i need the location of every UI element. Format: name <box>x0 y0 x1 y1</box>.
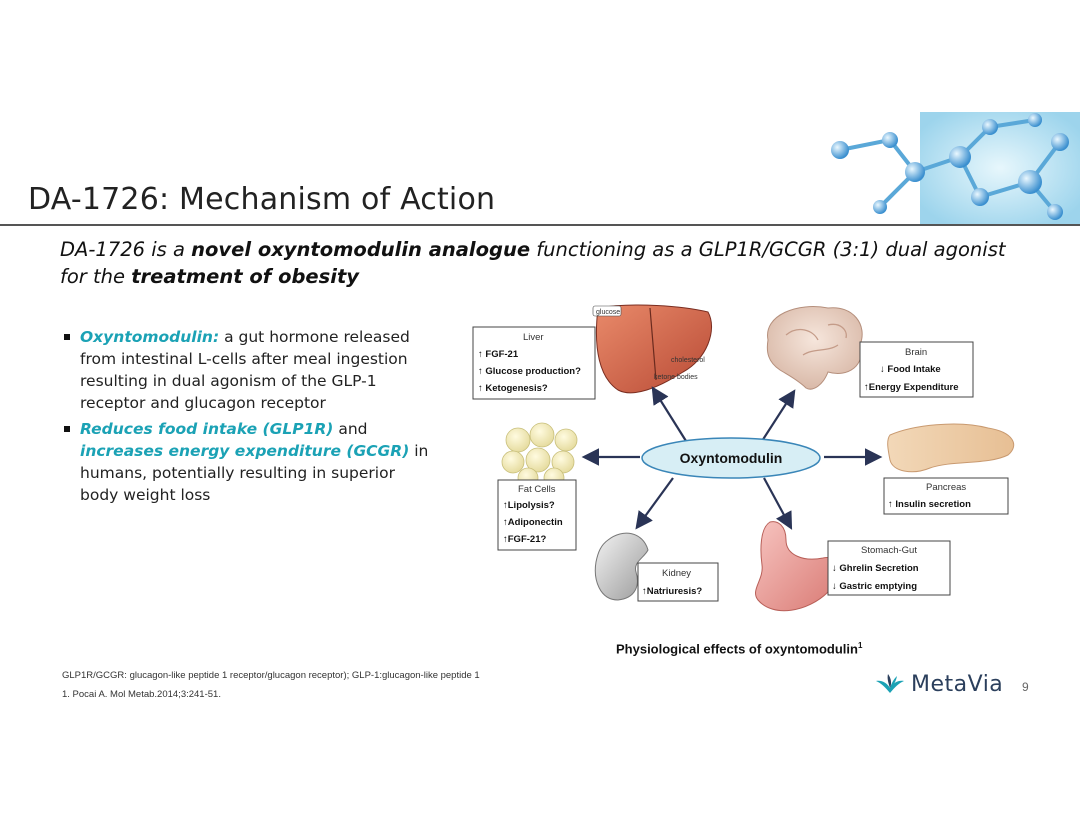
pancreas-effects-box: Pancreas ↑ Insulin secretion <box>883 477 1009 515</box>
stomach-effect: ↓ Ghrelin Secretion <box>832 563 919 574</box>
bullet-highlight: Reduces food intake (GLP1R) <box>80 420 334 438</box>
molecule-graphic <box>831 112 1080 224</box>
effect-arrows <box>581 386 883 530</box>
brain-illustration <box>766 306 863 390</box>
bullet-text: a gut hormone released from intestinal L… <box>80 328 410 412</box>
kidney-illustration <box>594 532 649 601</box>
stomach-effect: ↓ Gastric emptying <box>832 581 917 592</box>
logo-text: MetaVia <box>911 671 1004 697</box>
liver-illustration: glucose cholesterol ketone bodies <box>592 304 713 394</box>
brain-effect: ↑Energy Expenditure <box>864 382 959 393</box>
stomach-box-title: Stomach-Gut <box>861 545 917 556</box>
subtitle: DA-1726 is a novel oxyntomodulin analogu… <box>60 236 1020 290</box>
liver-effect: ↑ Glucose production? <box>478 366 581 377</box>
fat-effect: ↑FGF-21? <box>503 534 546 545</box>
caption-text: Physiological effects of oxyntomodulin <box>616 641 858 657</box>
liver-effect: ↑ FGF-21 <box>478 349 519 360</box>
subtitle-bold: treatment of obesity <box>131 265 359 288</box>
diagram-caption: Physiological effects of oxyntomodulin1 <box>616 641 862 656</box>
glucose-label: glucose <box>596 309 620 316</box>
arrow-to-kidney <box>635 477 674 530</box>
oxyntomodulin-node: Oxyntomodulin <box>641 437 821 479</box>
metavia-leaf-icon <box>876 674 904 693</box>
kidney-effects-box: Kidney ↑Natriuresis? <box>637 562 719 602</box>
pancreas-box-title: Pancreas <box>926 482 966 493</box>
arrow-to-brain <box>761 389 796 442</box>
bullet-highlight: increases energy expenditure (GCGR) <box>80 442 410 460</box>
page-number: 9 <box>1022 680 1029 694</box>
fat-cells-effects-box: Fat Cells ↑Lipolysis? ↑Adiponectin ↑FGF-… <box>497 479 577 551</box>
liver-box-title: Liver <box>523 332 544 343</box>
oxyntomodulin-label: Oxyntomodulin <box>680 450 783 466</box>
reference-footnote: 1. Pocai A. Mol Metab.2014;3:241-51. <box>62 689 221 700</box>
pancreas-effect: ↑ Insulin secretion <box>888 499 971 510</box>
bullet-highlight: Oxyntomodulin: <box>80 328 220 346</box>
liver-effects-box: Liver ↑ FGF-21 ↑ Glucose production? ↑ K… <box>472 326 596 400</box>
arrow-to-liver <box>651 386 687 442</box>
brain-effect: ↓ Food Intake <box>880 364 941 375</box>
subtitle-part: functioning as a GLP1R/GCGR (3:1) dual a… <box>60 238 1006 288</box>
oxyntomodulin-diagram: glucose cholesterol ketone bodies Liver … <box>472 304 1015 612</box>
stomach-gut-effects-box: Stomach-Gut ↓ Ghrelin Secretion ↓ Gastri… <box>827 540 951 596</box>
metavia-logo: MetaVia <box>875 671 1003 697</box>
bullet-item: Reduces food intake (GLP1R) and increase… <box>64 418 434 506</box>
cholesterol-label: cholesterol <box>671 357 705 364</box>
brain-effects-box: Brain ↓ Food Intake ↑Energy Expenditure <box>859 341 974 398</box>
fat-effect: ↑Adiponectin <box>503 517 563 528</box>
fat-box-title: Fat Cells <box>518 484 556 495</box>
brain-box-title: Brain <box>905 347 927 358</box>
kidney-box-title: Kidney <box>662 568 691 579</box>
liver-effect: ↑ Ketogenesis? <box>478 383 548 394</box>
fat-cells-illustration <box>501 422 578 489</box>
pancreas-illustration <box>887 423 1015 473</box>
arrow-to-stomach <box>763 477 793 530</box>
bullet-square-icon <box>64 426 70 432</box>
fat-effect: ↑Lipolysis? <box>503 500 555 511</box>
bullet-text: in humans, potentially resulting in supe… <box>80 442 429 504</box>
caption-superscript: 1 <box>857 641 863 650</box>
title-divider <box>0 224 1080 226</box>
kidney-effect: ↑Natriuresis? <box>642 586 702 597</box>
ketone-bodies-label: ketone bodies <box>654 374 698 381</box>
bullet-item: Oxyntomodulin: a gut hormone released fr… <box>64 326 434 414</box>
subtitle-bold: novel oxyntomodulin analogue <box>191 238 531 261</box>
slide-title: DA-1726: Mechanism of Action <box>28 182 496 217</box>
subtitle-part: DA-1726 is a <box>60 238 192 261</box>
stomach-illustration <box>755 521 838 612</box>
bullet-square-icon <box>64 334 70 340</box>
abbreviation-footnote: GLP1R/GCGR: glucagon-like peptide 1 rece… <box>62 670 480 681</box>
bullet-text: and <box>333 420 368 438</box>
bullet-list: Oxyntomodulin: a gut hormone released fr… <box>64 326 434 510</box>
